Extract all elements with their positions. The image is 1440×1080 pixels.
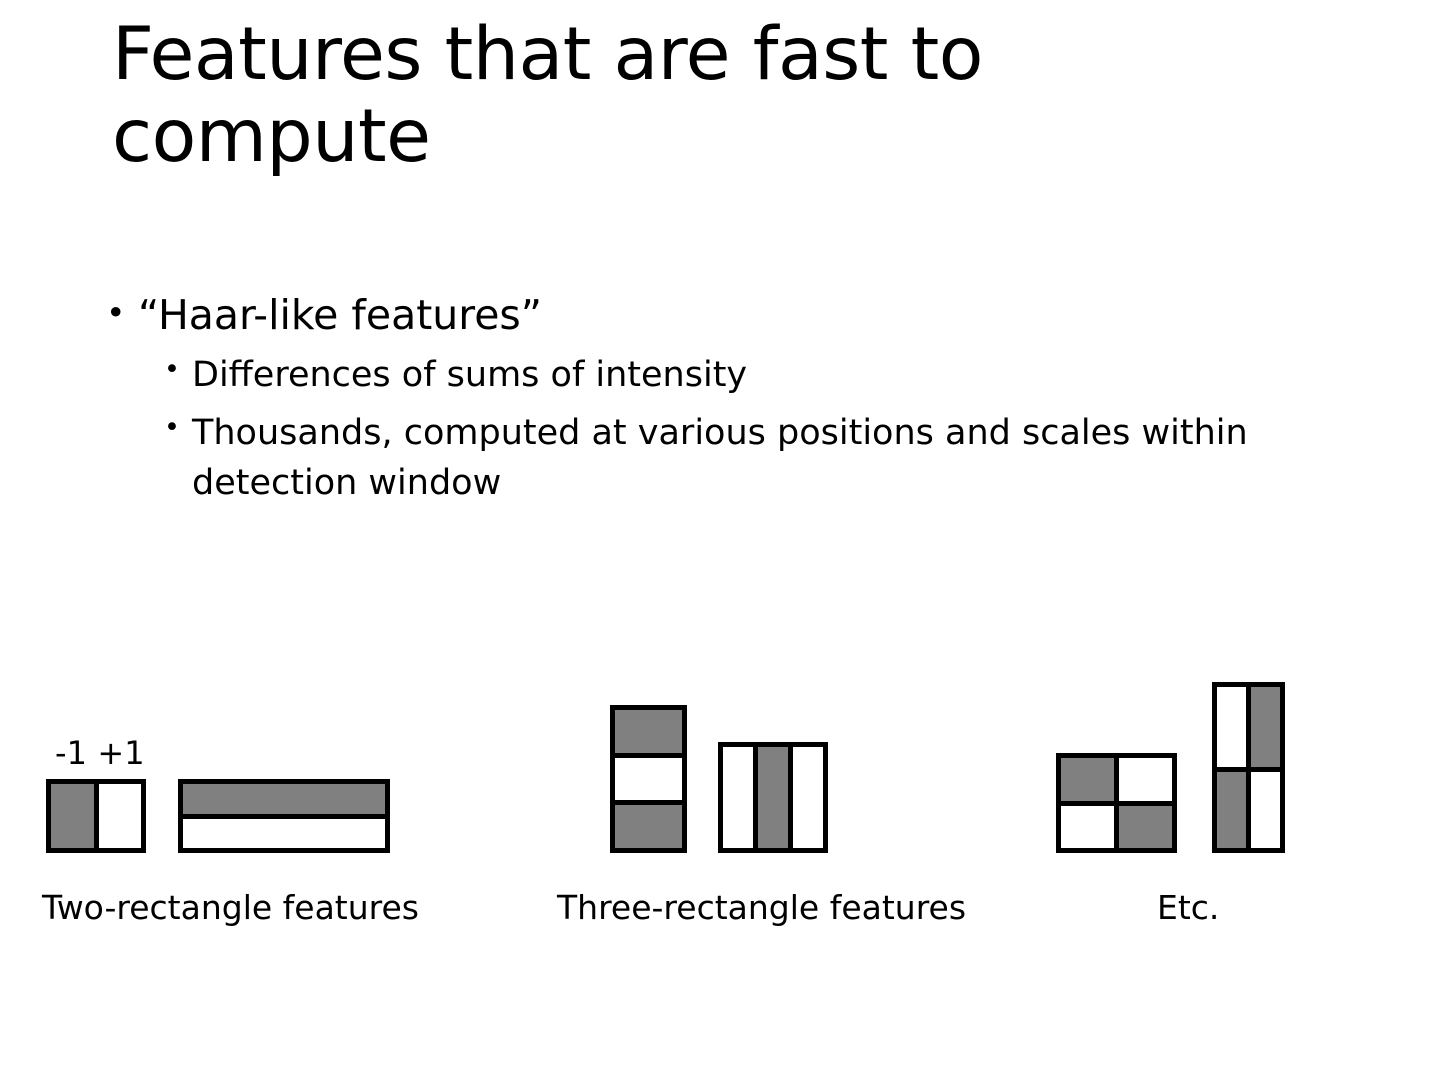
rect-cell-gray: [183, 784, 385, 819]
two-rectangle-vertical-split: [46, 779, 146, 853]
three-rectangle-horizontal-bands: [610, 705, 687, 853]
rect-cell-gray: [1119, 805, 1172, 848]
rect-cell-gray: [758, 747, 793, 848]
checker-row-top: [1217, 687, 1280, 772]
body-content: • “Haar-like features” • Differences of …: [106, 290, 1286, 516]
rect-cell-white: [1061, 805, 1119, 848]
sign-label-negative: -1: [55, 734, 87, 772]
rect-cell-white: [723, 747, 758, 848]
rect-cell-white: [1119, 758, 1172, 801]
bullet-text: Differences of sums of intensity: [192, 355, 748, 395]
bullet-marker-icon: •: [164, 354, 180, 385]
four-rectangle-checker-wide: [1056, 753, 1177, 853]
rect-cell-white: [615, 757, 682, 806]
page-title: Features that are fast to compute: [112, 12, 1006, 179]
rect-cell-white: [98, 784, 141, 848]
bullet-item-haar-like-features: • “Haar-like features”: [106, 290, 1286, 340]
rect-cell-white: [183, 818, 385, 848]
rect-cell-gray: [51, 784, 99, 848]
bullet-item-differences-of-sums: • Differences of sums of intensity: [164, 350, 1286, 400]
two-rectangle-horizontal-split: [178, 779, 390, 853]
bullet-item-thousands-computed: • Thousands, computed at various positio…: [164, 408, 1286, 508]
rect-cell-gray: [615, 805, 682, 848]
figure-caption-three-rectangle: Three-rectangle features: [557, 888, 967, 927]
rect-cell-gray: [615, 710, 682, 758]
checker-row-top: [1061, 758, 1172, 806]
checker-row-bottom: [1061, 805, 1172, 848]
figure-caption-etc: Etc.: [1157, 888, 1220, 927]
rect-cell-gray: [1217, 771, 1251, 848]
rect-cell-white: [793, 747, 823, 848]
bullet-marker-icon: •: [164, 412, 180, 443]
rect-cell-white: [1251, 771, 1280, 848]
checker-row-bottom: [1217, 771, 1280, 848]
bullet-text: “Haar-like features”: [138, 291, 543, 339]
rect-cell-gray: [1061, 758, 1119, 801]
three-rectangle-vertical-bands: [718, 742, 828, 853]
rect-cell-white: [1217, 687, 1251, 767]
four-rectangle-checker-tall: [1212, 682, 1285, 853]
sign-label-positive: +1: [97, 734, 145, 772]
rect-cell-gray: [1251, 687, 1280, 767]
bullet-text: Thousands, computed at various positions…: [192, 413, 1248, 503]
figure-caption-two-rectangle: Two-rectangle features: [42, 888, 420, 927]
bullet-marker-icon: •: [106, 293, 126, 332]
